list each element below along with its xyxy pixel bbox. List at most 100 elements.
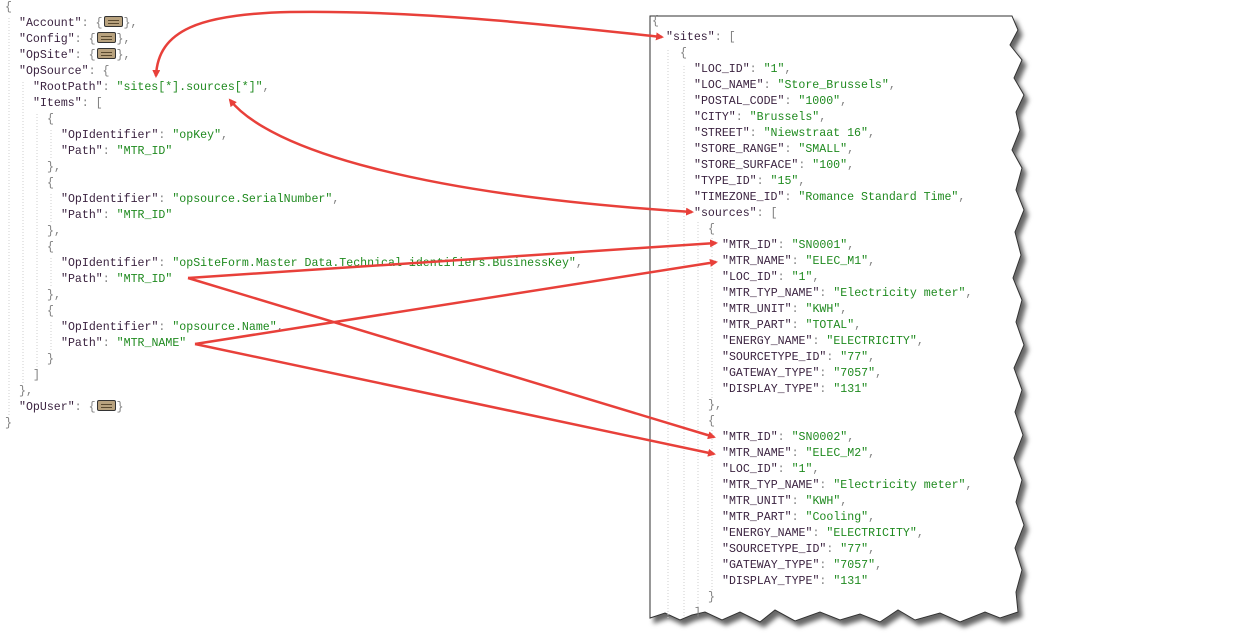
- json-key: "MTR_NAME": [722, 447, 792, 460]
- json-punctuation: },: [116, 33, 131, 46]
- json-string: "ELECTRICITY": [826, 335, 917, 348]
- json-punctuation: {: [680, 47, 687, 60]
- json-punctuation: {: [47, 113, 54, 126]
- json-string: "SN0002": [791, 431, 848, 444]
- code-line: "MTR_ID": "SN0001",: [722, 238, 854, 254]
- json-key: "Account": [19, 17, 82, 30]
- json-punctuation: :: [102, 81, 117, 94]
- json-punctuation: ,: [875, 367, 883, 380]
- json-key: "SOURCETYPE_ID": [722, 543, 827, 556]
- indent-guides: [8, 18, 713, 618]
- json-punctuation: :: [158, 257, 173, 270]
- json-punctuation: :: [735, 111, 750, 124]
- json-key: "OpIdentifier": [61, 129, 159, 142]
- json-punctuation: :: [102, 209, 117, 222]
- json-punctuation: :: [819, 479, 834, 492]
- json-string: "opKey": [172, 129, 222, 142]
- json-string: "KWH": [805, 303, 841, 316]
- json-string: "Niewstraat 16": [763, 127, 868, 140]
- json-string: "131": [833, 383, 869, 396]
- code-line: "TIMEZONE_ID": "Romance Standard Time",: [694, 190, 965, 206]
- json-punctuation: ,: [812, 271, 820, 284]
- json-string: "TOTAL": [805, 319, 855, 332]
- code-line: }: [47, 352, 54, 368]
- json-key: "sites": [666, 31, 715, 44]
- json-punctuation: ,: [847, 159, 855, 172]
- json-key: "MTR_TYP_NAME": [722, 479, 820, 492]
- code-line: "MTR_UNIT": "KWH",: [722, 494, 847, 510]
- json-punctuation: : {: [74, 33, 96, 46]
- json-punctuation: :: [777, 271, 792, 284]
- json-punctuation: ,: [868, 543, 876, 556]
- json-key: "POSTAL_CODE": [694, 95, 785, 108]
- collapsed-object-icon[interactable]: [96, 32, 116, 43]
- json-punctuation: ,: [784, 63, 792, 76]
- json-string: "MTR_NAME": [116, 337, 187, 350]
- json-string: "Romance Standard Time": [798, 191, 959, 204]
- code-line: "MTR_UNIT": "KWH",: [722, 302, 847, 318]
- json-punctuation: :: [158, 193, 173, 206]
- json-key: "MTR_PART": [722, 319, 792, 332]
- json-punctuation: }: [708, 591, 715, 604]
- code-line: }: [708, 590, 715, 606]
- json-punctuation: : [: [714, 31, 736, 44]
- json-key: "RootPath": [33, 81, 103, 94]
- code-line: "GATEWAY_TYPE": "7057",: [722, 366, 882, 382]
- json-punctuation: }: [47, 353, 54, 366]
- json-key: "STORE_RANGE": [694, 143, 785, 156]
- json-key: "STREET": [694, 127, 750, 140]
- json-punctuation: ,: [840, 495, 848, 508]
- json-punctuation: ,: [867, 127, 875, 140]
- code-line: "MTR_TYP_NAME": "Electricity meter",: [722, 286, 973, 302]
- code-line: },: [47, 224, 61, 240]
- json-punctuation: ,: [575, 257, 583, 270]
- json-punctuation: :: [812, 335, 827, 348]
- code-line: },: [19, 384, 33, 400]
- code-line: "ENERGY_NAME": "ELECTRICITY",: [722, 334, 924, 350]
- code-line: "MTR_TYP_NAME": "Electricity meter",: [722, 478, 973, 494]
- json-punctuation: ,: [847, 431, 855, 444]
- json-punctuation: :: [791, 303, 806, 316]
- json-key: "TIMEZONE_ID": [694, 191, 785, 204]
- json-punctuation: {: [708, 223, 715, 236]
- code-line: "OpIdentifier": "opsource.Name",: [61, 320, 284, 336]
- code-line: {: [708, 414, 715, 430]
- json-punctuation: },: [47, 289, 61, 302]
- code-line: {: [5, 0, 12, 16]
- json-punctuation: },: [47, 225, 61, 238]
- code-line: "TYPE_ID": "15",: [694, 174, 805, 190]
- json-string: "Brussels": [749, 111, 820, 124]
- json-punctuation: ,: [847, 239, 855, 252]
- code-line: ]: [694, 606, 701, 622]
- code-line: "STORE_RANGE": "SMALL",: [694, 142, 854, 158]
- json-punctuation: :: [777, 463, 792, 476]
- json-punctuation: {: [47, 305, 54, 318]
- json-punctuation: ,: [868, 255, 876, 268]
- code-line: "LOC_ID": "1",: [722, 270, 819, 286]
- json-punctuation: ,: [847, 143, 855, 156]
- code-line: {: [47, 176, 54, 192]
- code-line: {: [680, 46, 687, 62]
- code-line: },: [47, 160, 61, 176]
- json-punctuation: :: [749, 127, 764, 140]
- json-punctuation: },: [19, 385, 33, 398]
- json-string: "Electricity meter": [833, 287, 966, 300]
- json-punctuation: },: [708, 399, 722, 412]
- json-key: "LOC_ID": [694, 63, 750, 76]
- code-line: "LOC_ID": "1",: [694, 62, 791, 78]
- json-key: "OpSite": [19, 49, 75, 62]
- json-punctuation: :: [812, 527, 827, 540]
- collapsed-object-icon[interactable]: [96, 48, 116, 59]
- code-line: {: [708, 222, 715, 238]
- json-punctuation: {: [708, 415, 715, 428]
- code-line: ]: [33, 368, 40, 384]
- collapsed-object-icon[interactable]: [103, 16, 123, 27]
- json-punctuation: ]: [694, 607, 701, 620]
- json-punctuation: :: [791, 447, 806, 460]
- json-key: "OpSource": [19, 65, 89, 78]
- collapsed-object-icon[interactable]: [96, 400, 116, 411]
- code-line: "OpSource": {: [19, 64, 109, 80]
- code-line: "OpIdentifier": "opSiteForm.Master Data.…: [61, 256, 583, 272]
- json-punctuation: {: [652, 15, 659, 28]
- code-line: "MTR_PART": "Cooling",: [722, 510, 875, 526]
